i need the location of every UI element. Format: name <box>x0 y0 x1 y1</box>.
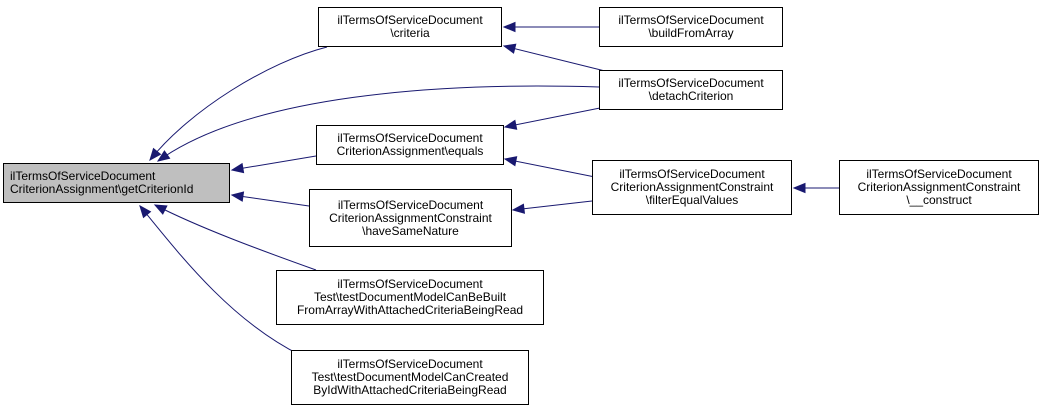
node-label-line: ilTermsOfServiceDocument <box>337 131 483 145</box>
node-label-line: \__construct <box>906 193 972 207</box>
node-construct[interactable]: ilTermsOfServiceDocument CriterionAssign… <box>839 160 1039 215</box>
edge-detachCriterion-to-equals <box>504 106 606 128</box>
node-detach-criterion[interactable]: ilTermsOfServiceDocument \detachCriterio… <box>599 70 783 110</box>
node-label-line: ilTermsOfServiceDocument <box>618 13 764 27</box>
edge-filterEqualValues-to-equals <box>504 158 601 179</box>
node-label-line: CriterionAssignment\getCriterionId <box>10 182 194 196</box>
node-label-line: ilTermsOfServiceDocument <box>337 197 484 212</box>
arrowhead-filterEqualValues-to-equals <box>503 156 518 167</box>
node-label-line: CriterionAssignmentConstraint <box>857 180 1021 194</box>
edge-detachCriterion-to-root <box>157 85 600 162</box>
arrowhead-detachCriterion-to-equals <box>503 119 518 130</box>
node-label-line: ilTermsOfServiceDocument <box>337 357 483 371</box>
arrowhead-criteria-to-root <box>149 147 162 162</box>
node-label-line: ByIdWithAttachedCriteriaBeingRead <box>313 383 507 397</box>
node-criteria[interactable]: ilTermsOfServiceDocument \criteria <box>318 7 502 47</box>
node-label-line: ilTermsOfServiceDocument <box>10 169 156 183</box>
node-label-line: ilTermsOfServiceDocument <box>619 167 765 181</box>
arrowhead-detachCriterion-to-criteria <box>502 43 517 54</box>
arrowhead-construct-to-filterEqualValues <box>792 182 806 194</box>
node-label-line: CriterionAssignment\equals <box>336 144 484 158</box>
edge-equals-to-root <box>231 155 317 171</box>
arrowhead-buildFromArray-to-criteria <box>502 21 516 33</box>
node-label-line: Test\testDocumentModelCanBeBuilt <box>313 290 507 304</box>
node-label-line: \detachCriterion <box>648 89 734 103</box>
node-label-line: \filterEqualValues <box>645 193 739 207</box>
node-label-line: FromArrayWithAttachedCriteriaBeingRead <box>296 303 524 317</box>
node-label-line: ilTermsOfServiceDocument <box>866 167 1012 181</box>
node-label-line: \buildFromArray <box>648 26 734 40</box>
node-label-line: CriterionAssignmentConstraint <box>329 210 492 225</box>
node-label-line: \criteria <box>390 26 430 40</box>
arrowhead-filterEqualValues-to-haveSameNature <box>511 203 526 214</box>
edge-haveSameNature-to-root <box>231 194 310 207</box>
node-filter-equal-values[interactable]: ilTermsOfServiceDocument CriterionAssign… <box>592 160 792 215</box>
edge-testCreated-to-root <box>139 205 301 356</box>
arrowhead-testCreated-to-root <box>139 204 152 219</box>
node-label-line: ilTermsOfServiceDocument <box>618 76 764 90</box>
edge-filterEqualValues-to-haveSameNature <box>512 200 593 211</box>
node-label-line: ilTermsOfServiceDocument <box>337 277 483 291</box>
node-get-criterion-id[interactable]: ilTermsOfServiceDocument CriterionAssign… <box>3 163 230 203</box>
arrowhead-testBuilt-to-root <box>153 204 168 215</box>
node-build-from-array[interactable]: ilTermsOfServiceDocument \buildFromArray <box>599 7 783 47</box>
node-test-built[interactable]: ilTermsOfServiceDocument Test\testDocume… <box>276 270 544 325</box>
edge-criteria-to-root <box>149 46 328 161</box>
node-have-same-nature[interactable]: ilTermsOfServiceDocument CriterionAssign… <box>309 189 512 247</box>
arrowhead-detachCriterion-to-root <box>156 150 171 162</box>
node-test-created[interactable]: ilTermsOfServiceDocument Test\testDocume… <box>291 350 529 405</box>
edge-detachCriterion-to-criteria <box>503 45 606 72</box>
node-label-line: Test\testDocumentModelCanCreated <box>311 370 509 384</box>
arrowhead-haveSameNature-to-root <box>230 191 245 202</box>
node-equals[interactable]: ilTermsOfServiceDocument CriterionAssign… <box>316 125 504 165</box>
arrowhead-equals-to-root <box>230 162 245 174</box>
node-label-line: ilTermsOfServiceDocument <box>337 13 483 27</box>
node-label-line: \haveSameNature <box>362 223 459 238</box>
edge-testBuilt-to-root <box>154 204 317 271</box>
node-label-line: CriterionAssignmentConstraint <box>610 180 774 194</box>
